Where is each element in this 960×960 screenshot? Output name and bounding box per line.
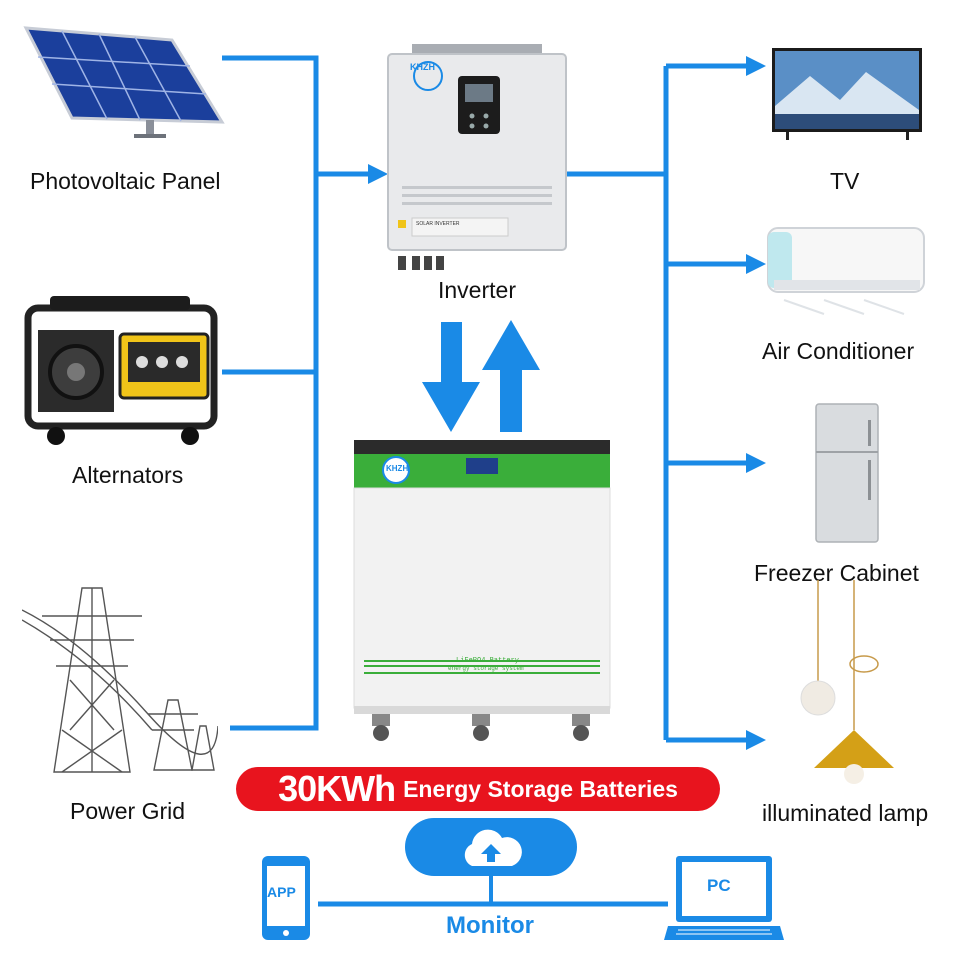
solar-panel-icon <box>23 26 225 138</box>
source-label-grid: Power Grid <box>70 798 186 824</box>
power-tower-icon <box>22 587 218 773</box>
generator-icon <box>24 296 218 445</box>
capacity-banner: 30KWh Energy Storage Batteries <box>236 767 720 811</box>
air-conditioner-icon <box>767 227 925 315</box>
load-label-freezer: Freezer Cabinet <box>754 560 919 586</box>
ac-arrowhead <box>746 254 766 274</box>
load-label-lamp: illuminated lamp <box>762 800 929 826</box>
freezer-icon <box>815 403 879 543</box>
lamp-arrowhead <box>746 730 766 750</box>
banner-text: Energy Storage Batteries <box>403 775 678 802</box>
laptop-icon <box>664 856 784 940</box>
source-label-pv: Photovoltaic Panel <box>30 168 221 194</box>
tv-icon <box>772 48 922 140</box>
load-label-ac: Air Conditioner <box>762 338 915 364</box>
capacity-value: 30KWh <box>278 768 396 809</box>
cloud-upload-icon <box>464 829 522 866</box>
battery-line2: energy storage system <box>448 665 524 672</box>
inverter-brand: KHZH <box>410 62 435 72</box>
monitor-label: Monitor <box>446 912 534 939</box>
freezer-arrowhead <box>746 453 766 473</box>
pv-line <box>222 55 319 174</box>
inverter-label: Inverter <box>438 277 516 303</box>
inverter-icon <box>387 44 567 270</box>
phone-icon <box>262 856 310 940</box>
battery-line1: LiFePO4 Battery <box>456 657 520 665</box>
app-label: APP <box>267 884 296 900</box>
source-label-alternators: Alternators <box>72 462 184 488</box>
charge-arrow-up <box>482 320 540 432</box>
grid-line <box>230 174 319 731</box>
load-label-tv: TV <box>830 168 860 194</box>
pc-label: PC <box>707 876 731 895</box>
lamp-icon <box>800 580 894 784</box>
battery-cabinet-icon <box>353 440 611 741</box>
input-arrowhead <box>368 164 388 184</box>
discharge-arrow-down <box>422 322 480 432</box>
battery-brand: KHZH <box>386 464 409 473</box>
inverter-plate: SOLAR INVERTER <box>416 221 460 227</box>
tv-arrowhead <box>746 56 766 76</box>
